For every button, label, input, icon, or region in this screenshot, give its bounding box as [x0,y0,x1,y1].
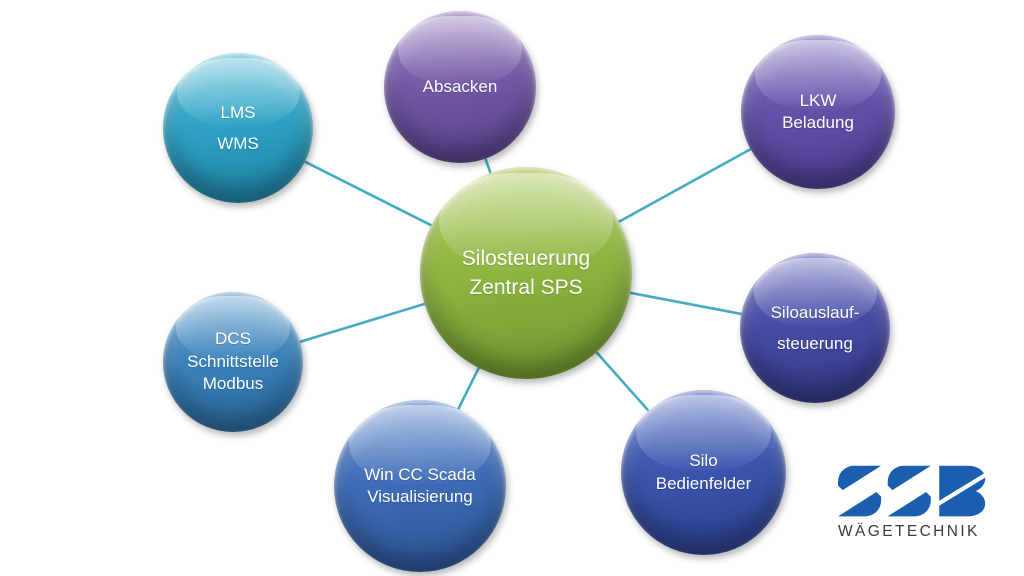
node-wincc-scada: Win CC Scada Visualisierung [334,400,506,572]
node-center-silosteuerung: Silosteuerung Zentral SPS [420,167,632,379]
node-lms-wms-label: LMS WMS [217,102,259,153]
node-center-label: Silosteuerung Zentral SPS [461,246,591,299]
ssb-logo: SSB WÄGETECHNIK [838,464,988,541]
node-silo-bedienfelder-label: Silo Bedienfelder [655,451,752,493]
node-lkw-beladung: LKW Beladung [741,35,895,189]
node-dcs-schnittstelle-modbus: DCS Schnittstelle Modbus [163,292,303,432]
node-siloauslaufsteuerung: Siloauslauf- steuerung [740,253,890,403]
node-wincc-scada-label: Win CC Scada Visualisierung [364,464,476,506]
node-dcs-schnittstelle-modbus-label: DCS Schnittstelle Modbus [187,329,279,394]
node-lms-wms: LMS WMS [163,53,313,203]
ssb-wordmark: WÄGETECHNIK [838,523,980,540]
node-absacken-label: Absacken [422,76,498,96]
ssb-monogram [838,465,987,517]
node-siloauslaufsteuerung-label: Siloauslauf- steuerung [770,302,860,353]
node-lkw-beladung-label: LKW Beladung [782,90,854,132]
node-absacken: Absacken [384,11,536,163]
node-silo-bedienfelder: Silo Bedienfelder [621,390,786,555]
